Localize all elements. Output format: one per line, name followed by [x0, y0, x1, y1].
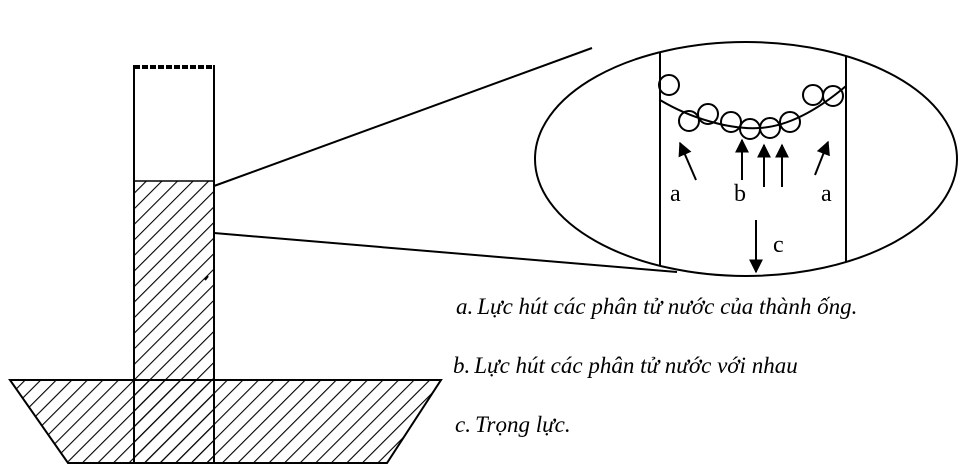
legend-a-text: Lực hút các phân tử nước của thành ống.	[477, 294, 858, 319]
water-basin	[8, 379, 443, 464]
legend-a-key: a.	[456, 294, 474, 319]
molecule	[822, 85, 844, 107]
legend-a: a.Lực hút các phân tử nước của thành ống…	[456, 294, 857, 320]
legend-b-key: b.	[453, 353, 471, 378]
molecule	[697, 103, 719, 125]
arrow-a-left	[678, 141, 697, 181]
magnified-view: a b a c	[534, 41, 958, 277]
legend-b-text: Lực hút các phân tử nước với nhau	[474, 353, 798, 378]
molecule	[678, 110, 700, 132]
force-arrows	[678, 138, 830, 274]
molecule	[779, 111, 801, 133]
legend-c-key: c.	[455, 412, 471, 437]
legend-b: b.Lực hút các phân tử nước với nhau	[453, 353, 798, 379]
water-molecules	[658, 74, 844, 140]
molecule	[759, 117, 781, 139]
label-c: c	[773, 232, 784, 258]
molecule	[720, 111, 742, 133]
arrow-a-right	[814, 140, 830, 176]
label-b: b	[734, 181, 746, 207]
molecule	[658, 74, 680, 96]
capillary-tube	[133, 65, 215, 463]
tube-water-column	[134, 181, 214, 463]
zoom-line-top	[213, 47, 593, 187]
zoom-line-bottom	[213, 232, 678, 273]
label-a-left: a	[670, 181, 681, 207]
legend-c: c.Trọng lực.	[455, 412, 571, 438]
label-a-right: a	[821, 181, 832, 207]
legend-c-text: Trọng lực.	[474, 412, 571, 437]
